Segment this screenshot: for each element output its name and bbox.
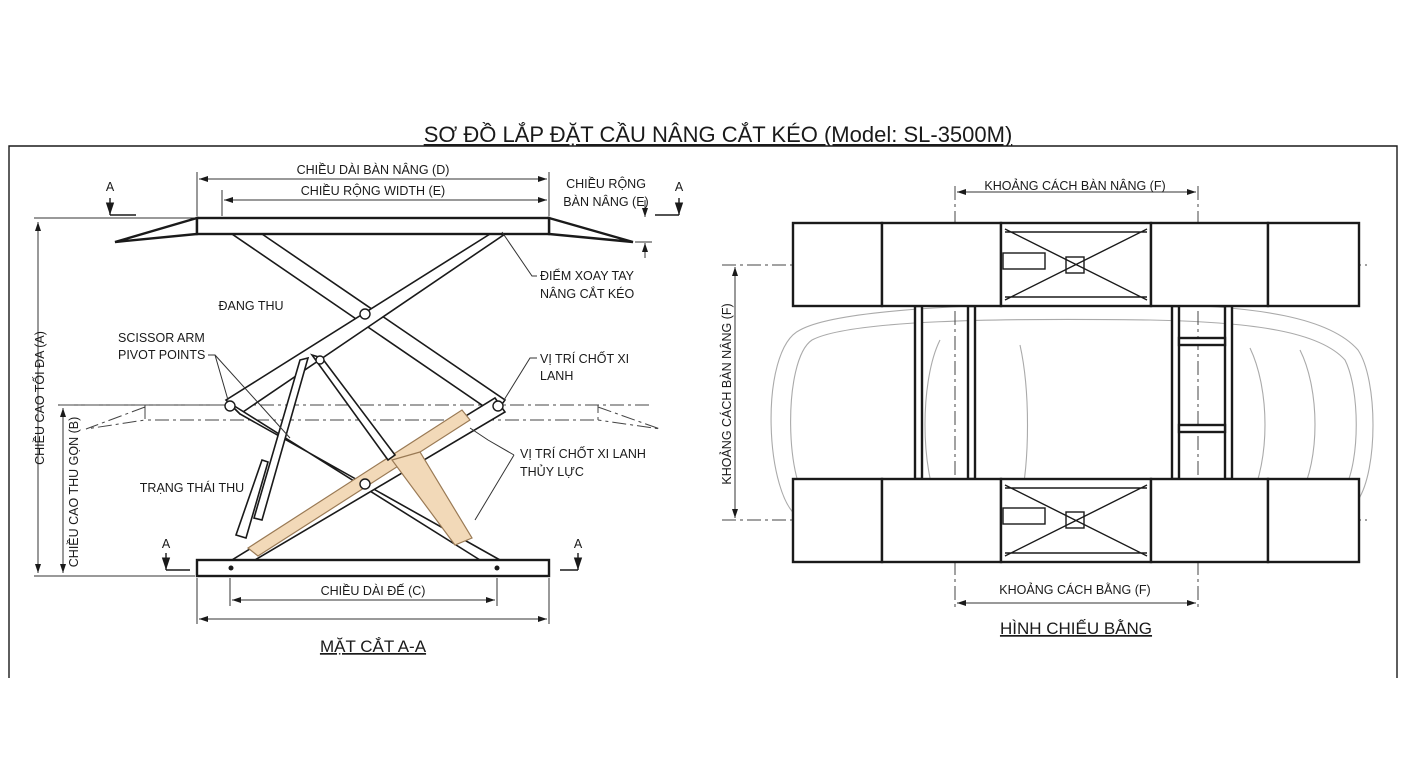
platform-bottom (791, 477, 1361, 564)
lift-platform (195, 216, 551, 236)
drawing-frame (8, 145, 1398, 678)
label-cylinder-pin-2: LANH (540, 369, 573, 383)
lift-base (195, 558, 551, 578)
label-raising: ĐANG THU (218, 299, 283, 313)
plan-view-caption: HÌNH CHIẾU BẰNG (1000, 619, 1152, 638)
label-hydraulic-pin-1: VỊ TRÍ CHỐT XI LANH (520, 446, 646, 461)
section-marker-bottom-right: A (574, 537, 583, 551)
section-marker-top-left: A (106, 180, 115, 194)
dim-width-label: CHIỀU RỘNG WIDTH (E) (301, 183, 445, 198)
label-cylinder-pin-1: VỊ TRÍ CHỐT XI (540, 351, 629, 366)
label-pivot-2: NÂNG CẮT KÉO (540, 286, 635, 301)
platform-top (791, 221, 1361, 308)
label-collapsed: TRẠNG THÁI THU (140, 480, 244, 495)
dim-platform-length-label: CHIỀU DÀI BÀN NÂNG (D) (297, 162, 450, 177)
section-view-caption: MẶT CẮT A-A (320, 637, 427, 656)
side-rails (913, 304, 1234, 481)
ramp-right (547, 216, 634, 244)
hydraulic-cylinder-b (391, 451, 473, 546)
label-scissor-1: SCISSOR ARM (118, 331, 205, 345)
diagram-title: SƠ ĐỒ LẮP ĐẶT CẦU NÂNG CẮT KÉO (Model: S… (424, 122, 1013, 147)
label-scissor-2: PIVOT POINTS (118, 348, 205, 362)
ramp-left (114, 216, 199, 244)
dim-base-length-label: CHIỀU DÀI ĐẾ (C) (321, 583, 426, 598)
plan-view: KHOẢNG CÁCH BÀN NÂNG (F) KHOẢNG CÁCH BẰN… (719, 178, 1374, 638)
dim-platform-width-label-1: CHIỀU RỘNG (566, 176, 646, 191)
label-pivot-1: ĐIỂM XOAY TAY (540, 268, 635, 283)
section-view: CHIỀU DÀI BÀN NÂNG (D) CHIỀU RỘNG WIDTH … (32, 162, 684, 656)
dim-top-label: KHOẢNG CÁCH BÀN NÂNG (F) (984, 178, 1165, 193)
dim-bottom-label: KHOẢNG CÁCH BẰNG (F) (999, 582, 1150, 597)
section-marker-bottom-left: A (162, 537, 171, 551)
dim-platform-width-label-2: BÀN NÂNG (E) (563, 194, 648, 209)
label-hydraulic-pin-2: THỦY LỰC (520, 464, 584, 479)
dim-max-height-label: CHIỀU CAO TỐI ĐA (A) (32, 331, 47, 465)
dim-collapsed-height-label: CHIỀU CAO THU GỌN (B) (66, 417, 81, 567)
section-marker-top-right: A (675, 180, 684, 194)
scissor-cross-bottom (1004, 484, 1148, 557)
scissor-cross-top (1004, 228, 1148, 301)
dim-side-label: KHOẢNG CÁCH BÀN NÂNG (F) (719, 303, 734, 484)
